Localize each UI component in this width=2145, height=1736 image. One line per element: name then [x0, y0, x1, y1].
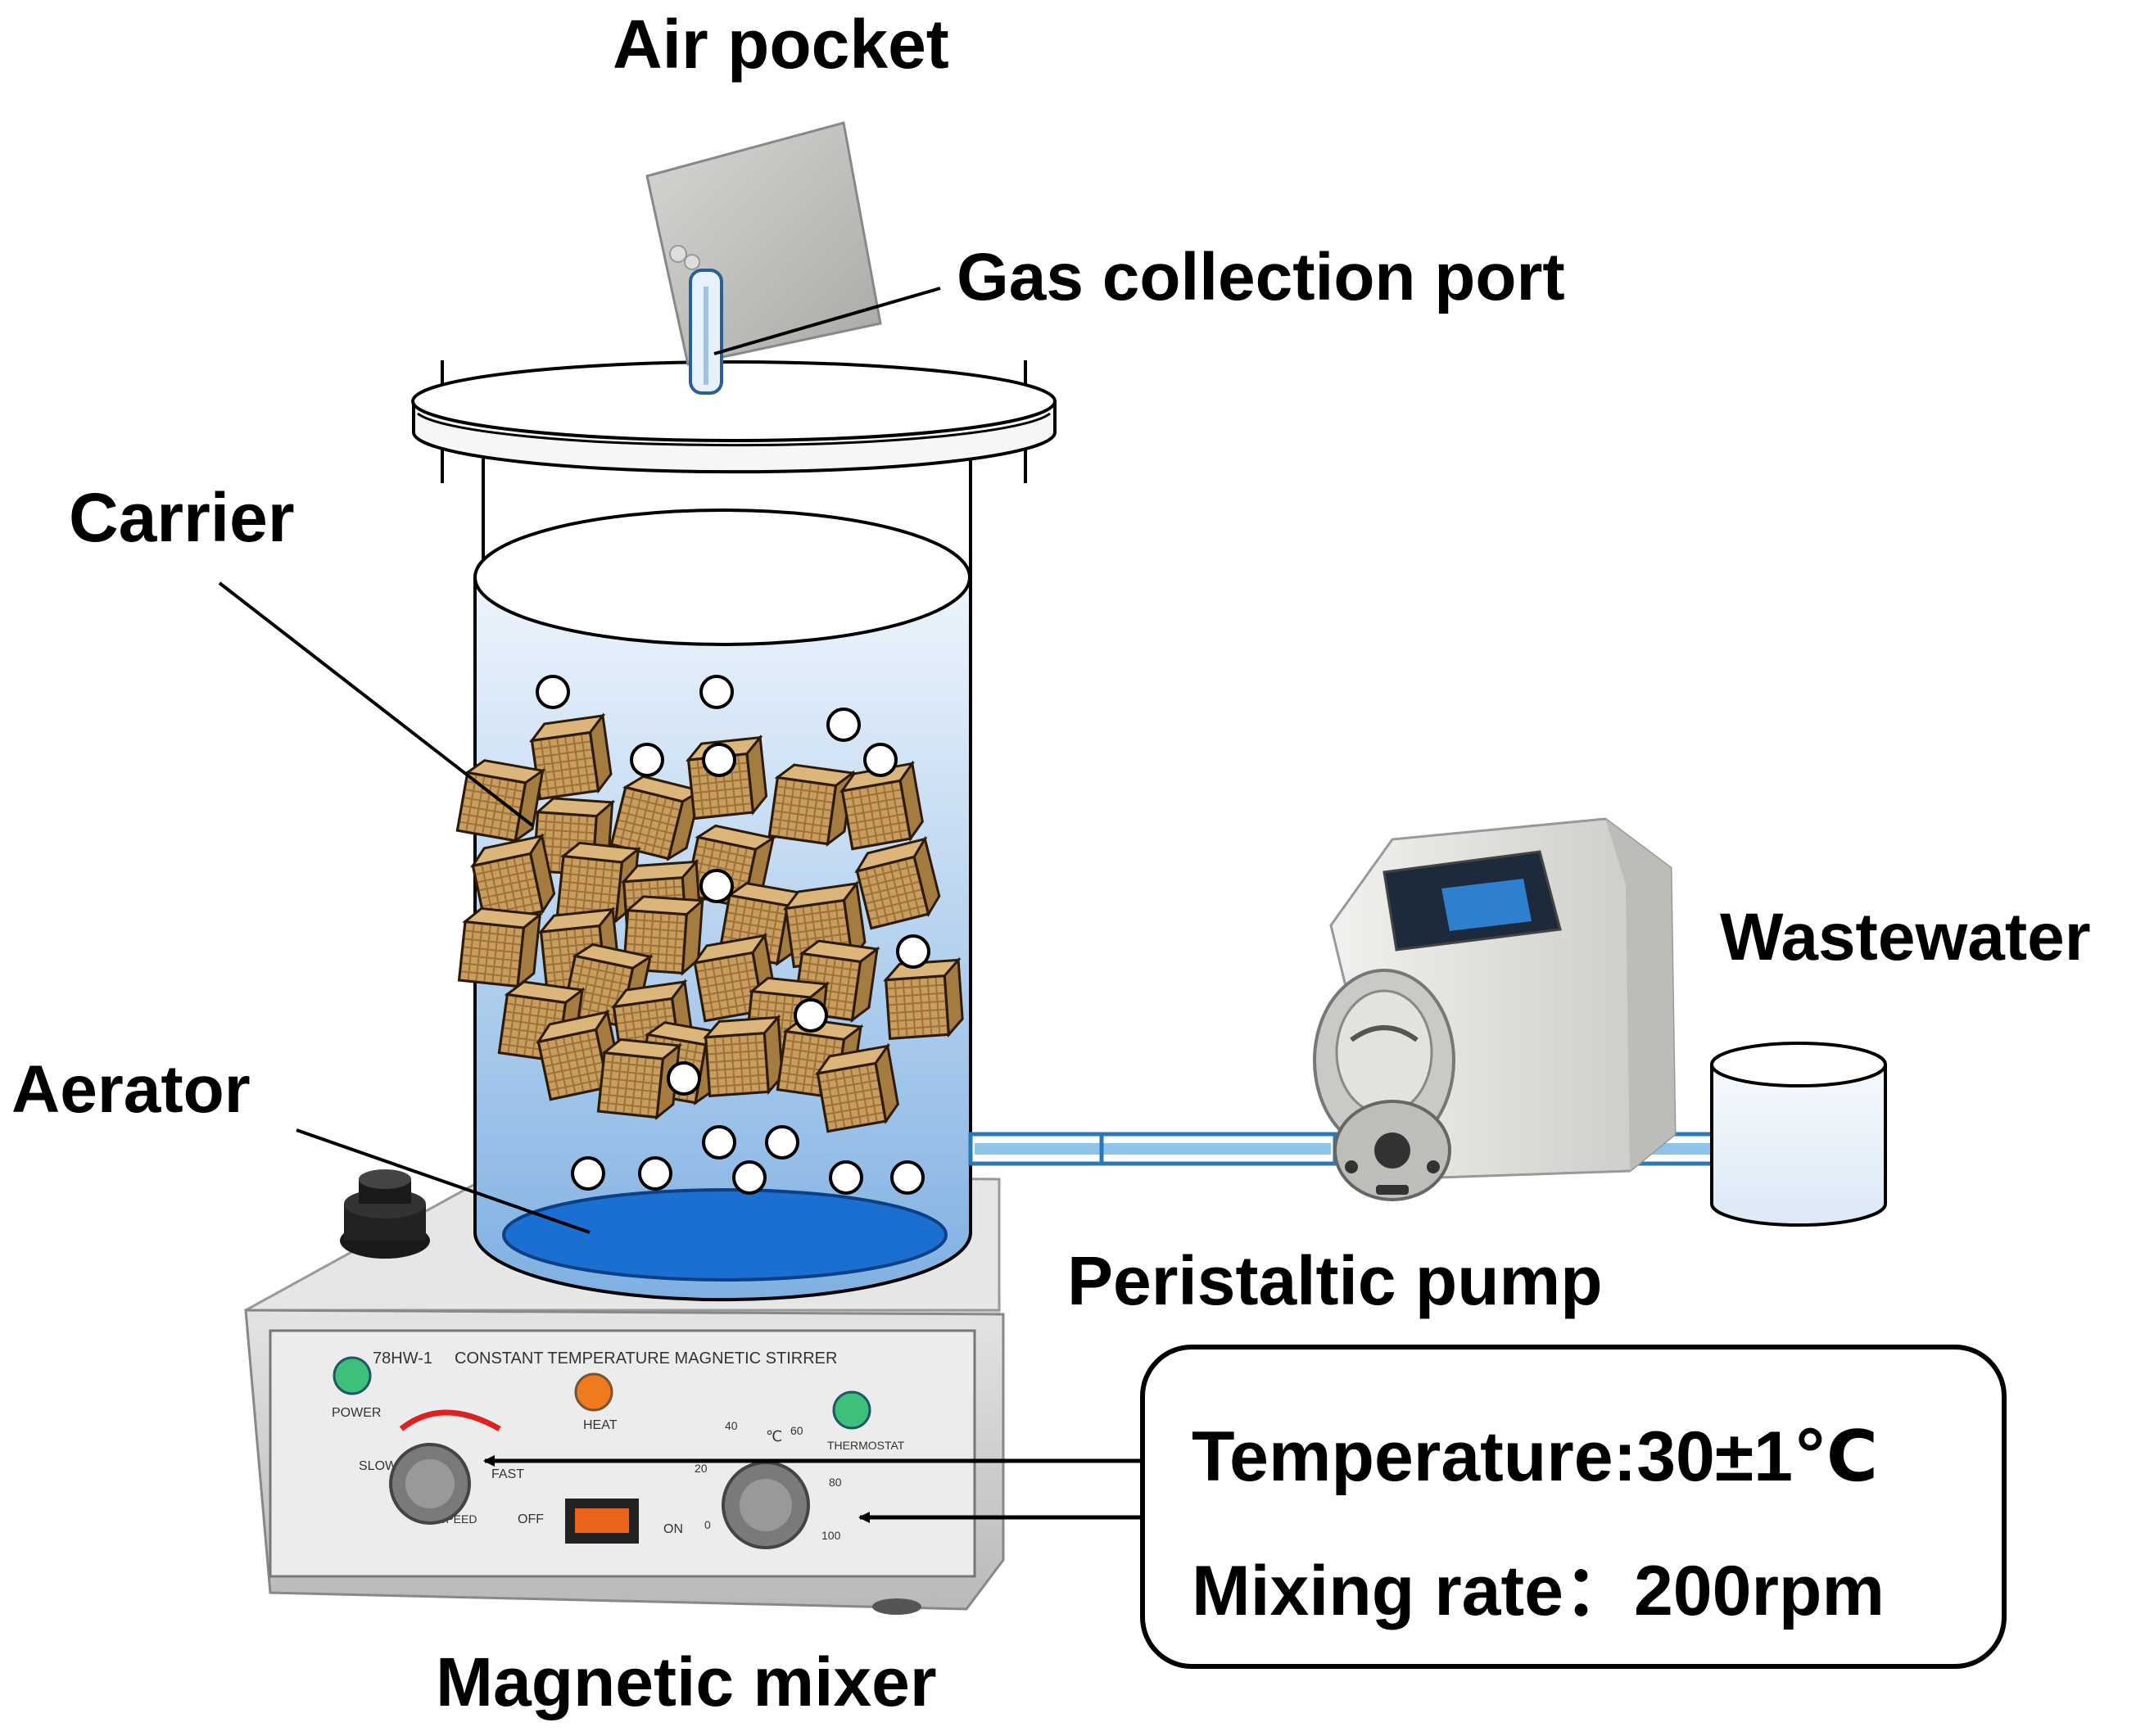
panel-model: 78HW-1: [373, 1349, 432, 1368]
fast-label: FAST: [491, 1467, 524, 1481]
bubble-icon: [630, 743, 664, 777]
bubble-icon: [571, 1156, 605, 1191]
heat-label: HEAT: [583, 1418, 618, 1432]
carrier-cube-icon: [703, 1014, 784, 1098]
panel-title: CONSTANT TEMPERATURE MAGNETIC STIRRER: [455, 1349, 837, 1368]
thermostat-label: THERMOSTAT: [827, 1439, 905, 1452]
power-indicator-icon: [333, 1356, 372, 1395]
bubble-icon: [667, 1061, 701, 1096]
carrier-label: Carrier: [69, 479, 295, 556]
top-knob-icon: [340, 1169, 430, 1259]
carrier-cube-icon: [767, 763, 856, 848]
gas-collection-tube: [689, 269, 723, 395]
carrier-cube-icon: [457, 906, 544, 990]
conditions-box: [1140, 1345, 2007, 1669]
dial-tick-60: 60: [790, 1424, 803, 1437]
bubble-group: [536, 675, 930, 1195]
speed-knob-icon[interactable]: [389, 1443, 471, 1525]
pump-rotor-icon: [1374, 1132, 1410, 1169]
aerator-disc: [502, 1188, 948, 1282]
wastewater-label: Wastewater: [1720, 900, 2091, 974]
mixing-rate-condition: Mixing rate：200rpm: [1192, 1552, 1885, 1630]
aerator-label: Aerator: [11, 1052, 251, 1127]
carrier-cube-icon: [883, 956, 964, 1041]
wastewater-container: [1710, 1042, 1887, 1227]
carrier-leader-line: [218, 581, 534, 827]
bubble-icon: [536, 675, 570, 709]
bubble-icon: [699, 869, 734, 903]
dial-tick-100: 100: [821, 1529, 841, 1542]
bubble-icon: [732, 1160, 767, 1195]
bubble-icon: [794, 998, 828, 1033]
carrier-cube-icon: [555, 841, 642, 925]
bubble-icon: [702, 1125, 736, 1160]
bubble-icon: [896, 934, 930, 969]
magnetic-mixer-label: Magnetic mixer: [436, 1643, 937, 1720]
peristaltic-pump: [1313, 817, 1677, 1201]
bubble-icon: [890, 1160, 925, 1195]
bubble-icon: [829, 1160, 863, 1195]
bubble-icon: [702, 743, 736, 777]
temperature-condition: Temperature:30±1℃: [1192, 1417, 1879, 1496]
slow-label: SLOW: [359, 1459, 398, 1473]
dial-tick-80: 80: [829, 1476, 842, 1489]
power-switch[interactable]: [565, 1499, 639, 1544]
carrier-cube-icon: [854, 835, 941, 930]
temperature-knob-icon[interactable]: [722, 1461, 810, 1549]
thermostat-indicator-icon: [832, 1390, 871, 1430]
power-label: POWER: [332, 1406, 381, 1420]
air-pocket-label: Air pocket: [613, 6, 949, 83]
bubble-icon: [765, 1125, 799, 1160]
gas-port-leader-line: [713, 287, 941, 355]
carrier-cube-icon: [685, 734, 768, 821]
peristaltic-pump-label: Peristaltic pump: [1067, 1242, 1603, 1319]
carrier-cube-icon: [470, 833, 556, 925]
bubble-icon: [826, 708, 861, 742]
heat-indicator-icon: [574, 1372, 613, 1412]
air-pocket-bag: [645, 121, 882, 366]
carrier-cube-icon: [455, 759, 546, 844]
dial-tick-0: 0: [704, 1518, 711, 1531]
deg-unit: ℃: [766, 1428, 782, 1444]
carrier-cube-icon: [691, 932, 776, 1023]
carrier-cube-icon: [839, 760, 924, 851]
aerator-leader-line: [296, 1128, 591, 1234]
off-label: OFF: [518, 1512, 544, 1526]
bubble-icon: [863, 743, 898, 777]
bubble-icon: [638, 1156, 672, 1191]
bubble-icon: [699, 675, 734, 709]
on-label: ON: [663, 1522, 683, 1536]
carrier-cube-icon: [528, 712, 613, 801]
gas-collection-port-label: Gas collection port: [957, 240, 1565, 314]
reactor-lid: [411, 360, 1057, 483]
speed-arc: [399, 1409, 501, 1432]
dial-tick-20: 20: [695, 1462, 708, 1475]
carrier-cube-icon: [814, 1042, 899, 1133]
water-surface: [473, 509, 971, 646]
carrier-group: [455, 712, 964, 1133]
dial-tick-40: 40: [725, 1419, 738, 1432]
